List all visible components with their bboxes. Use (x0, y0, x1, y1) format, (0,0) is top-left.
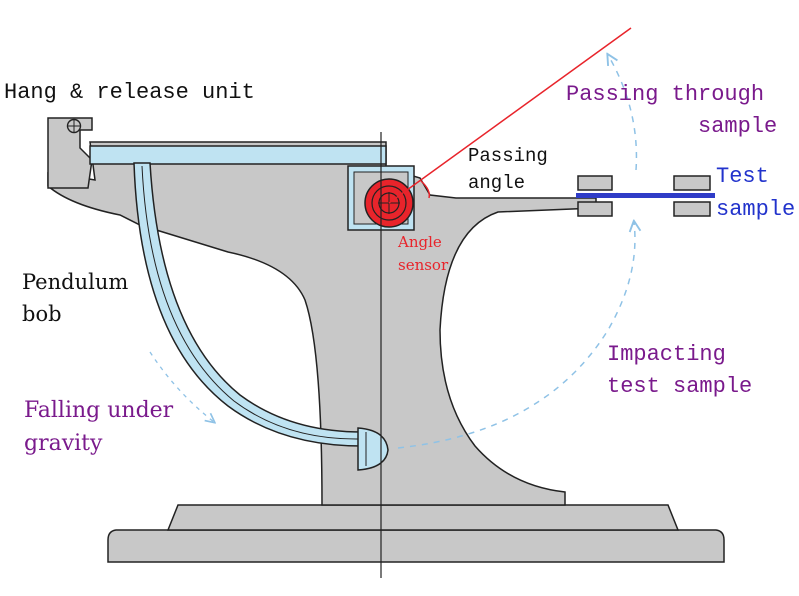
passing-angle-line (388, 27, 632, 204)
angle-sensor-label-line1: Angle (398, 233, 442, 251)
falling-label-line1: Falling under (24, 398, 174, 423)
pendulum-curved-arm-inner (141, 165, 361, 440)
angle-sensor-label-line2: sensor (398, 256, 449, 274)
passing-through-label-line2: sample (698, 114, 778, 139)
test-sample-bar (576, 193, 715, 198)
pendulum-top-arm (89, 145, 387, 165)
test-sample-label-line2: sample (716, 197, 796, 222)
falling-label-line2: gravity (24, 431, 103, 456)
test-sample-label-line1: Test (716, 164, 769, 189)
base-upper-plate (166, 504, 680, 531)
passing-angle-arc (420, 180, 431, 199)
left-clamp-top (577, 175, 613, 191)
pendulum-label-line2: bob (22, 302, 62, 326)
pass-through-arrow (608, 55, 638, 171)
right-clamp-top (673, 175, 711, 191)
base-lower-plate (107, 529, 725, 563)
passing-angle-label-line1: Passing (468, 145, 548, 167)
impacting-label-line1: Impacting (607, 342, 726, 367)
hang-release-label: Hang & release unit (4, 80, 255, 105)
impacting-label-line2: test sample (607, 374, 753, 399)
machine-body (47, 141, 597, 506)
left-clamp-bottom (577, 201, 613, 217)
pendulum-label-line1: Pendulum (22, 270, 129, 294)
passing-through-label-line1: Passing through (566, 82, 765, 107)
passing-angle-label-line2: angle (468, 172, 526, 194)
falling-arrow (149, 351, 214, 422)
right-clamp-bottom (673, 201, 711, 217)
hang-release-unit (47, 117, 93, 189)
